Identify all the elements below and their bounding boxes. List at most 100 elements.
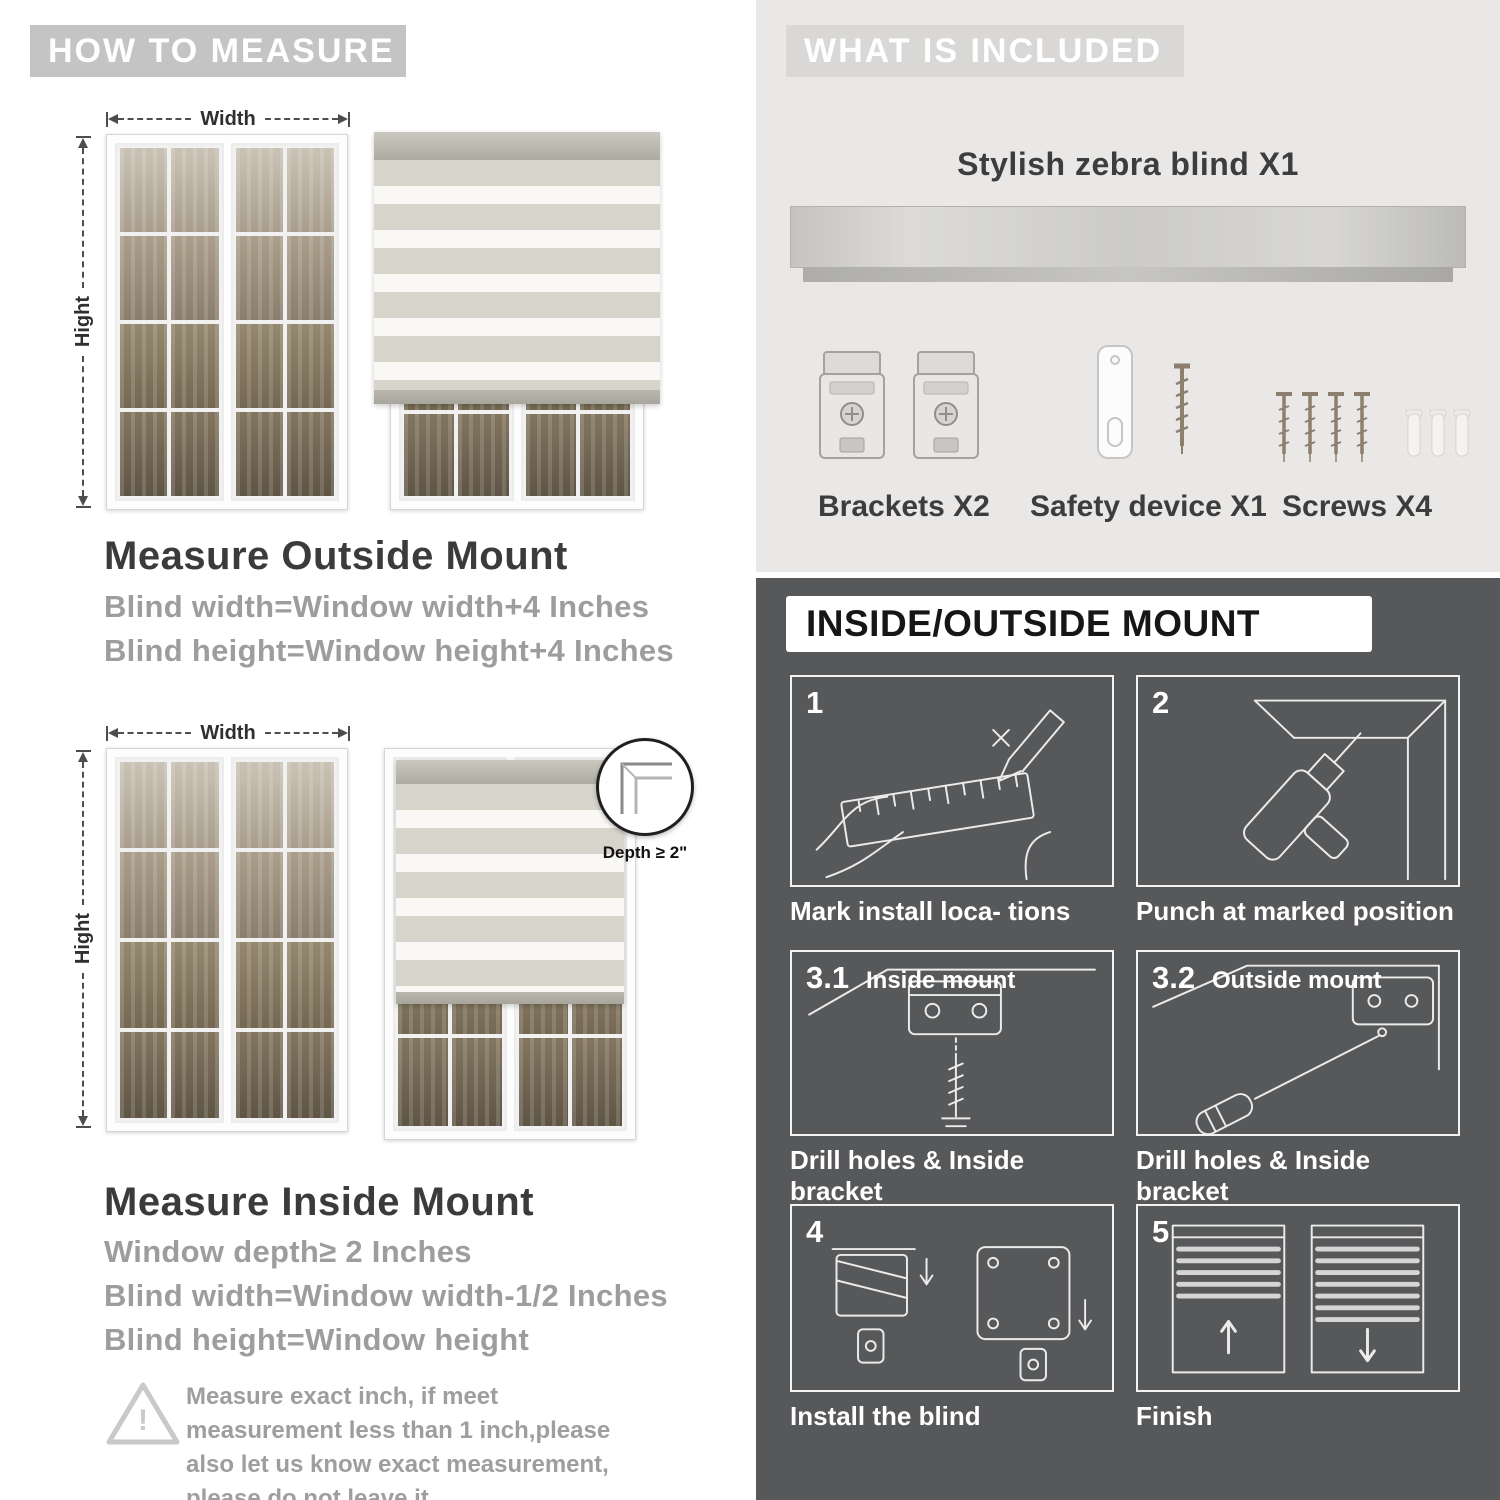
step-number: 1: [806, 685, 824, 720]
brackets-label: Brackets X2: [818, 490, 990, 523]
arrow-left-icon: [108, 728, 118, 738]
window-pane: [171, 1032, 219, 1118]
window-pane: [286, 942, 334, 1028]
window-corner-icon: [620, 762, 672, 814]
arrow-down-icon: [78, 1116, 88, 1126]
brackets-icon: [819, 351, 979, 459]
inside-rule-width: Blind width=Window width-1/2 Inches: [104, 1278, 668, 1313]
window-pane: [458, 413, 509, 496]
height-label: Hight: [71, 913, 94, 965]
finish-illustration: [1171, 1224, 1425, 1374]
window-pane: [286, 236, 334, 320]
window-pane: [120, 942, 168, 1028]
step-panel-3-2: 3.2 Outside mount: [1136, 950, 1460, 1136]
outside-bracket-illustration: [1152, 964, 1440, 1134]
window-pane: [286, 412, 334, 496]
width-arrow-outside: Width: [106, 107, 351, 130]
inside-rule-height: Blind height=Window height: [104, 1322, 530, 1357]
safety-device-icon: [1097, 345, 1190, 459]
step-tag: Outside mount: [1212, 967, 1382, 994]
window-pane: [120, 148, 168, 232]
measure-outside-title: Measure Outside Mount: [104, 534, 568, 578]
step-panel-4: 4: [790, 1204, 1114, 1392]
window-pane: [286, 148, 334, 232]
step-number: 3.2: [1152, 960, 1196, 995]
window-sash: [115, 143, 224, 501]
outside-rule-width: Blind width=Window width+4 Inches: [104, 589, 650, 624]
blind-outside-mount-illustration: [374, 132, 660, 510]
window-pane: [235, 148, 283, 232]
step-panel-3-1: 3.1 Inside mount: [790, 950, 1114, 1136]
window-pane: [120, 762, 168, 848]
height-label: Hight: [71, 296, 94, 348]
inside-rule-depth: Window depth≥ 2 Inches: [104, 1234, 472, 1269]
window-pane: [235, 324, 283, 408]
window-sash: [115, 757, 224, 1123]
window-pane: [235, 942, 283, 1028]
screws-label: Screws X4: [1282, 490, 1433, 523]
warning-icon: !: [104, 1378, 182, 1450]
arrow-right-icon: [338, 114, 349, 124]
arrow-right-icon: [338, 728, 349, 738]
step-caption-1: Mark install loca- tions: [790, 896, 1071, 926]
window-pane: [286, 762, 334, 848]
arrow-down-icon: [78, 496, 88, 506]
blind-inside-mount-illustration: [384, 748, 636, 1140]
step-caption-5: Finish: [1136, 1401, 1213, 1431]
window-pane: [120, 412, 168, 496]
step-panel-1: 1: [790, 675, 1114, 887]
window-pane: [286, 1032, 334, 1118]
measure-inside-title: Measure Inside Mount: [104, 1180, 535, 1224]
zebra-blind-icon: [396, 760, 624, 1004]
screws-icon: [1276, 392, 1471, 462]
how-to-measure-header: HOW TO MEASURE: [30, 25, 406, 77]
window-pane: [235, 1032, 283, 1118]
zebra-blind-icon: [374, 132, 660, 404]
window-pane: [235, 852, 283, 938]
window-pane: [171, 148, 219, 232]
window-pane: [572, 1038, 622, 1126]
width-label: Width: [200, 721, 256, 744]
safety-device-label: Safety device X1: [1030, 490, 1267, 523]
window-pane: [235, 412, 283, 496]
window-pane: [235, 236, 283, 320]
mark-locations-illustration: [815, 709, 1065, 881]
zebra-blind-label: Stylish zebra blind X1: [957, 146, 1299, 182]
install-blind-illustration: [831, 1246, 1092, 1382]
zebra-blind-headrail-icon: [790, 206, 1466, 282]
step-number: 5: [1152, 1214, 1170, 1249]
step-number: 4: [806, 1214, 824, 1249]
window-pane: [404, 413, 455, 496]
window-pane: [525, 413, 576, 496]
step-panel-5: 5: [1136, 1204, 1460, 1392]
drill-illustration: [1243, 699, 1447, 881]
depth-note: Depth ≥ 2": [602, 843, 688, 862]
window-pane: [286, 852, 334, 938]
mount-instructions-panel: INSIDE/OUTSIDE MOUNT 1 Mark install loca…: [756, 578, 1500, 1500]
window-pane: [171, 412, 219, 496]
window-pane: [579, 413, 630, 496]
window-illustration-outside: [106, 134, 348, 510]
step-panel-2: 2: [1136, 675, 1460, 887]
step-caption-3-1: Drill holes & Inside bracket: [790, 1145, 1025, 1206]
window-pane: [171, 236, 219, 320]
arrow-left-icon: [108, 114, 118, 124]
outside-rule-height: Blind height=Window height+4 Inches: [104, 633, 674, 668]
step-caption-2: Punch at marked position: [1136, 896, 1454, 926]
width-label: Width: [200, 107, 256, 130]
step-caption-3-2: Drill holes & Inside bracket: [1136, 1145, 1371, 1206]
step-number: 3.1: [806, 960, 850, 995]
arrow-up-icon: [78, 138, 88, 148]
inside-bracket-illustration: [808, 968, 1096, 1128]
window-pane: [120, 1032, 168, 1118]
window-pane: [120, 852, 168, 938]
step-tag: Inside mount: [866, 967, 1016, 994]
window-pane: [171, 942, 219, 1028]
window-sash: [230, 143, 339, 501]
mount-header: INSIDE/OUTSIDE MOUNT: [786, 596, 1372, 652]
window-pane: [286, 324, 334, 408]
window-pane: [120, 324, 168, 408]
window-pane: [451, 1038, 502, 1126]
warning-text: Measure exact inch, if meet measurement …: [186, 1383, 611, 1500]
